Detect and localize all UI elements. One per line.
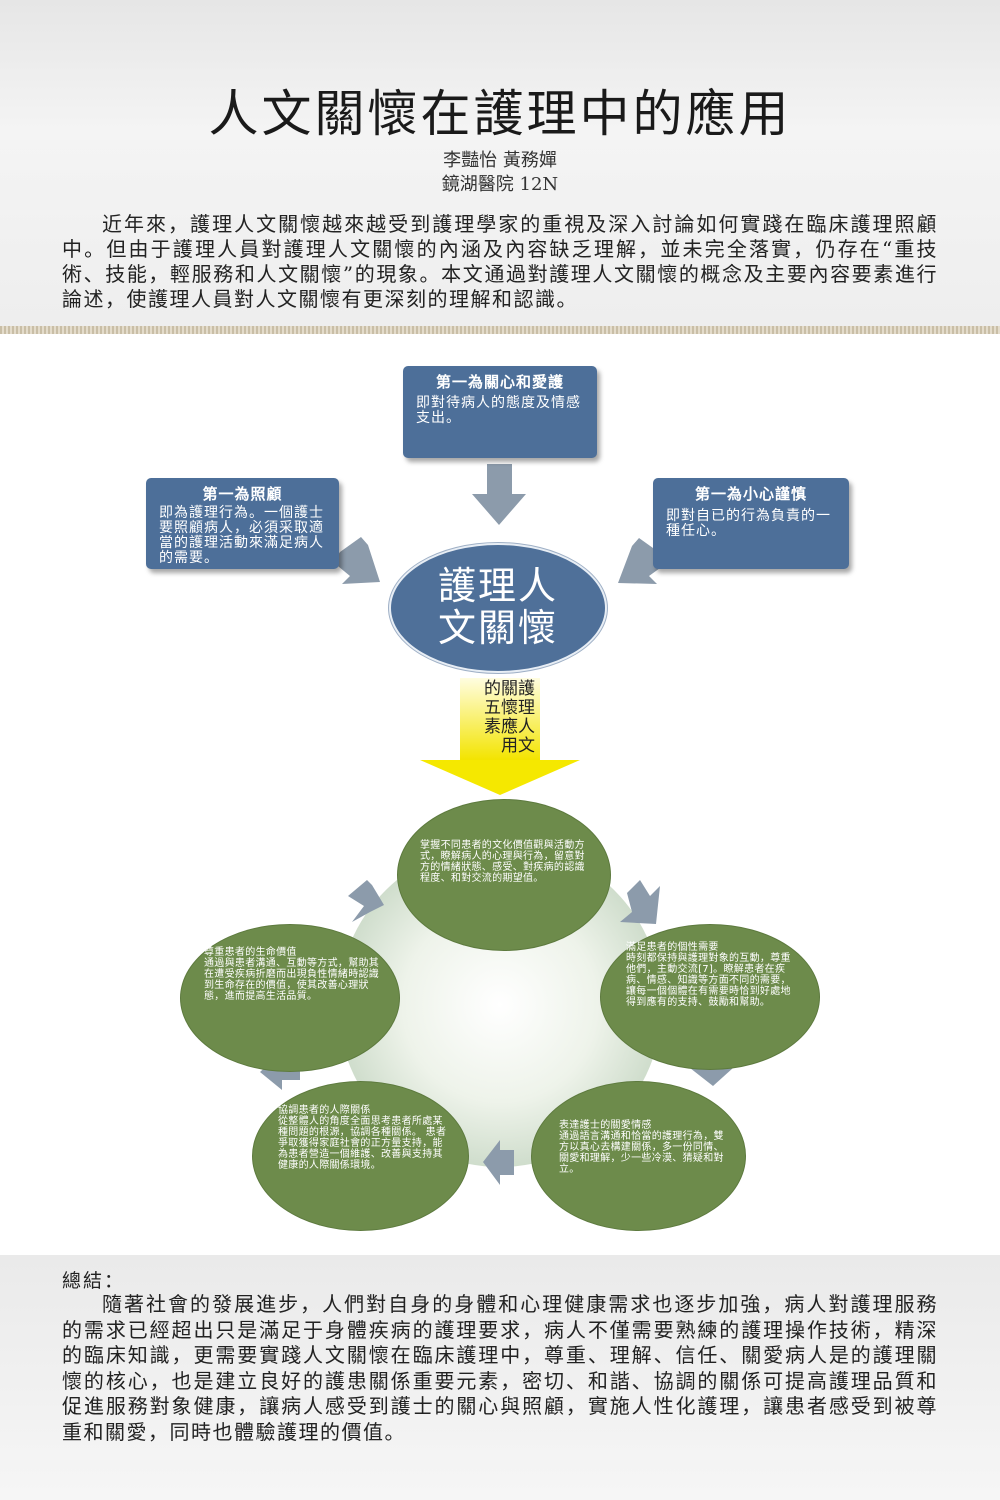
abstract: 近年來，護理人文關懷越來越受到護理學家的重視及深入討論如何實踐在臨床護理照顧中。… <box>62 212 938 311</box>
summary-text: 隨著社會的發展進步，人們對自身的身體和心理健康需求也逐步加強，病人對護理服務的需… <box>62 1292 938 1444</box>
cycle-node-relationships: 協調患者的人際關係 從整體人的角度全面思考患者所處某種問題的根源，協調各種關係。… <box>253 1082 468 1230</box>
center-line-1: 護理人 <box>437 564 558 608</box>
cycle-node-life-value: 尊重患者的生命價值 通過與患者溝通、互動等方式，幫助其在遭受疾病折磨而出現負性情… <box>181 925 399 1071</box>
yellow-arrow-label: 的關護 五懷理 素應人 用文 <box>465 680 535 756</box>
box-attention: 第一為照顧 即為護理行為。一個護士要照顧病人，必須采取適當的護理活動來滿足病人的… <box>146 478 339 569</box>
yellow-arrow-head <box>420 760 580 795</box>
header-divider <box>0 326 1000 334</box>
header-panel <box>0 0 1000 328</box>
box-caution-body: 即對自已的行為負責的一種任心。 <box>666 508 831 539</box>
box-care-title: 第一為關心和愛護 <box>435 373 564 391</box>
cycle-arrow-3 <box>483 1140 514 1185</box>
footer-panel <box>0 1255 1000 1500</box>
center-humanistic-care: 護理人 文關懷 <box>389 543 607 673</box>
cycle-node-culture-text: 掌握不同患者的文化價值觀與活動方式，瞭解病人的心理與行為，留意對方的情緒狀態、感… <box>420 840 585 884</box>
yellow-arrow-label-text: 的關護 五懷理 素應人 用文 <box>484 679 535 756</box>
center-line-2: 文關懷 <box>437 606 558 650</box>
cycle-arrow-1 <box>620 880 660 924</box>
authors: 李豔怡 黃務嬋 <box>443 150 557 171</box>
cycle-node-express-love: 表達護士的關愛情感 通過語言溝通和恰當的護理行為，雙方以真心去構建關係，多一份同… <box>532 1082 745 1230</box>
cycle-node-express-love-text: 表達護士的關愛情感 通過語言溝通和恰當的護理行為，雙方以真心去構建關係，多一份同… <box>559 1120 724 1175</box>
affiliation: 鏡湖醫院 12N <box>441 174 559 195</box>
summary-heading: 總結： <box>62 1270 126 1292</box>
cycle-node-relationships-text: 協調患者的人際關係 從整體人的角度全面思考患者所處某種問題的根源，協調各種關係。… <box>278 1105 447 1171</box>
page-title: 人文關懷在護理中的應用 <box>208 85 792 143</box>
arrow-down-top <box>472 464 526 525</box>
box-caution-title: 第一為小心謹慎 <box>694 485 807 503</box>
arrow-left-to-center <box>333 537 380 584</box>
cycle-arrow-4 <box>260 1052 300 1090</box>
box-care-body: 即對待病人的態度及情感支出。 <box>416 395 581 426</box>
box-caution: 第一為小心謹慎 即對自已的行為負責的一種任心。 <box>653 478 849 569</box>
cycle-node-culture: 掌握不同患者的文化價值觀與活動方式，瞭解病人的心理與行為，留意對方的情緒狀態、感… <box>398 800 610 950</box>
yellow-arrow-body <box>460 678 540 760</box>
cycle-node-life-value-text: 尊重患者的生命價值 通過與患者溝通、互動等方式，幫助其在遭受疾病折磨而出現負性情… <box>204 947 380 1002</box>
cycle-node-individual-needs: 滿足患者的個性需要 時刻都保持與護理對象的互動，尊重他們，主動交流[7]。瞭解患… <box>601 925 819 1069</box>
cycle-node-individual-needs-text: 滿足患者的個性需要 時刻都保持與護理對象的互動，尊重他們，主動交流[7]。瞭解患… <box>626 942 791 1008</box>
box-care-and-love: 第一為關心和愛護 即對待病人的態度及情感支出。 <box>403 366 597 458</box>
box-attention-body: 即為護理行為。一個護士要照顧病人，必須采取適當的護理活動來滿足病人的需要。 <box>159 505 324 566</box>
cycle-arrow-5 <box>348 880 384 922</box>
box-attention-title: 第一為照顧 <box>202 485 283 503</box>
